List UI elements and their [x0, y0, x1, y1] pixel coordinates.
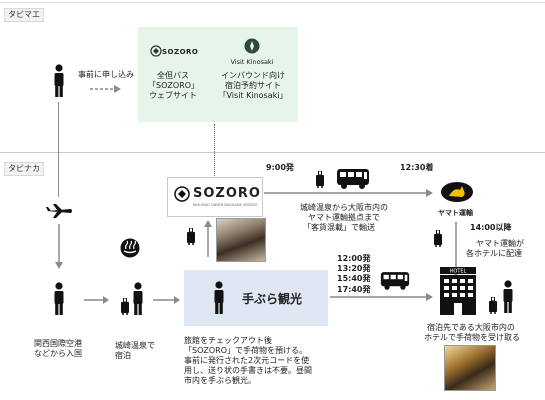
hotel-guest-icon — [503, 280, 513, 313]
checkout-text-3: 事前に発行された2次元コードを使 — [184, 356, 310, 365]
bus-time-4: 17:40発 — [337, 285, 371, 294]
suitcase-icon-stay — [121, 298, 129, 315]
sozoro-logo-icon — [150, 45, 162, 57]
delivery-time: 14:00以降 — [470, 223, 512, 232]
suitcase-icon-dropoff — [187, 228, 195, 245]
top-border — [0, 2, 545, 3]
hotel-photo — [444, 345, 496, 391]
tebura-person-icon — [214, 281, 224, 314]
bus-time-3: 15:40発 — [337, 274, 371, 283]
airplane-icon — [46, 204, 72, 218]
booking-sites-box — [138, 27, 298, 122]
hotel-building-icon: HOTEL — [440, 267, 476, 315]
visit-kinosaki-logo-text: Visit Kinosaki — [230, 58, 274, 66]
arrow-to-stay — [84, 296, 109, 304]
booking-dotted-line — [214, 124, 215, 176]
svg-text:HOTEL: HOTEL — [450, 269, 467, 275]
visit-desc-2: 宿泊予約サイト — [225, 81, 281, 90]
arrow-up-to-sozoro — [204, 220, 212, 257]
yamato-cat-icon — [441, 182, 473, 202]
hotel-text-2: ホテルで手荷物を受け取る — [424, 333, 520, 342]
section-tag-tabimae: タビマエ — [4, 8, 44, 22]
bus-time-1: 12:00発 — [337, 254, 371, 263]
suitcase-icon-hotel — [489, 297, 497, 314]
arrow-to-yamato — [264, 189, 433, 197]
arrive-time: 12:30着 — [400, 163, 434, 172]
sozoro-desc-2: 「SOZORO」 — [148, 81, 200, 90]
depart-time: 9:00発 — [266, 163, 294, 172]
arrival-person-icon — [54, 282, 64, 315]
tebura-kanko-box — [184, 270, 328, 326]
arrow-to-tebura — [153, 296, 180, 304]
bus-time-2: 13:20発 — [337, 264, 371, 273]
stay-text-2: 宿泊 — [115, 351, 131, 360]
tebura-label: 手ぶら観光 — [242, 292, 303, 306]
bus-icon-transport — [337, 169, 369, 189]
timeline-line-1 — [58, 102, 59, 197]
visit-kinosaki-logo-icon — [244, 38, 260, 54]
suitcase-icon-delivery — [434, 230, 442, 247]
visit-desc-3: 「Visit Kinosaki」 — [218, 91, 288, 100]
delivery-text-1: ヤマト運輸が — [476, 239, 524, 248]
apply-arrow — [90, 85, 121, 93]
section-tag-tabinaka: タビナカ — [4, 162, 44, 176]
counter-photo — [216, 218, 266, 262]
transport-text-3: 「客貨混載」で輸送 — [303, 223, 375, 232]
checkout-text-2: 「SOZORO」で手荷物を預ける。 — [184, 346, 308, 355]
onsen-icon — [120, 238, 140, 258]
checkout-text-1: 旅館をチェックアウト後 — [184, 336, 272, 345]
bus-icon-hotel — [380, 272, 410, 290]
sozoro-sign-text: SOZORO — [193, 186, 261, 201]
sozoro-logo-text: SOZORO — [162, 48, 199, 56]
sozoro-desc-1: 全但バス — [157, 71, 189, 80]
apply-label: 事前に申し込み — [78, 70, 134, 79]
yamato-label: ヤマト運輸 — [438, 209, 473, 217]
checkout-text-4: 用し、送り状の手書きは不要。昼間 — [184, 366, 312, 375]
arrow-to-hotel — [330, 293, 433, 301]
arrival-text-1: 関西国際空港 — [34, 339, 82, 348]
sozoro-sign-icon — [174, 186, 190, 202]
sozoro-sign-subtext: KINOSAKI ONSEN BAGGAGE SERVICE — [193, 203, 258, 207]
checkout-text-5: 市内を手ぶら観光。 — [184, 376, 256, 385]
section-divider — [0, 152, 545, 153]
visit-desc-1: インバウンド向け — [221, 71, 285, 80]
stay-text-1: 城崎温泉で — [115, 341, 155, 350]
hotel-text-1: 宿泊先である大阪市内の — [427, 323, 515, 332]
stay-person-icon — [133, 282, 143, 315]
timeline-arrow-down — [55, 224, 63, 269]
delivery-text-2: 各ホテルに配達 — [466, 249, 522, 258]
traveler-icon — [54, 64, 64, 97]
sozoro-desc-3: ウェブサイト — [149, 91, 197, 100]
transport-text-1: 城崎温泉から大阪市内の — [300, 203, 388, 212]
suitcase-icon-transport — [316, 171, 324, 188]
arrival-text-2: などから入国 — [34, 349, 82, 358]
transport-text-2: ヤマト運輸拠点まで — [308, 213, 380, 222]
